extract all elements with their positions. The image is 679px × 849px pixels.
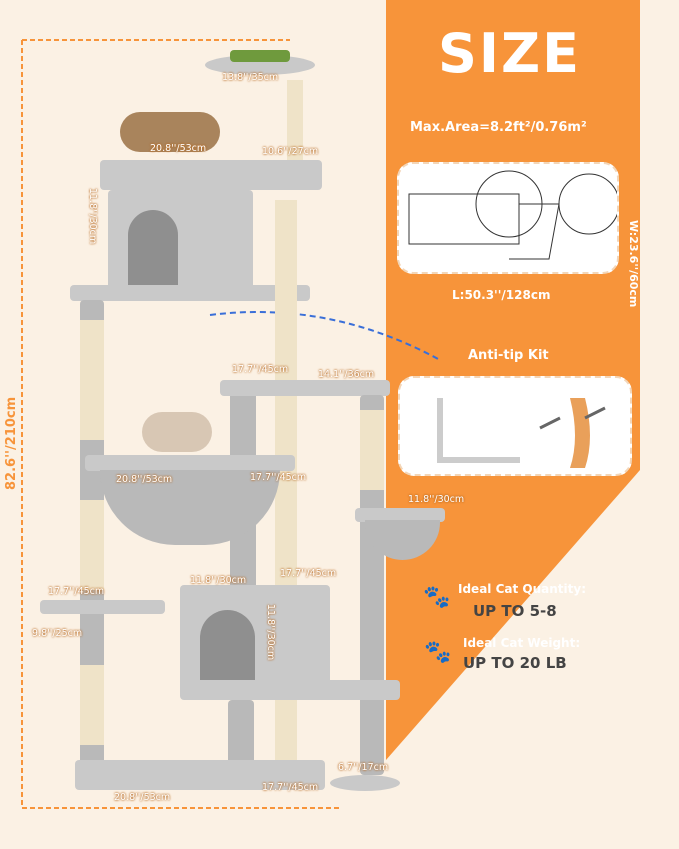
paw-icon: 🐾 bbox=[424, 640, 452, 665]
footprint-length: L:50.3''/128cm bbox=[452, 288, 551, 302]
anti-tip-kit-image bbox=[398, 376, 632, 476]
dimension-label: 20.8''/53cm bbox=[114, 792, 171, 803]
dimension-label: 17.7''/45cm bbox=[232, 364, 289, 375]
quantity-value: UP TO 5-8 bbox=[473, 602, 557, 620]
dimension-label: 17.7''/45cm bbox=[262, 782, 319, 793]
quantity-label: Ideal Cat Quantity: bbox=[458, 582, 586, 596]
dimension-label: 14.1''/36cm bbox=[318, 369, 375, 380]
page-title: SIZE bbox=[438, 22, 582, 85]
dimension-label: 17.7''/45cm bbox=[280, 568, 337, 579]
dimension-label: 20.8''/53cm bbox=[150, 143, 207, 154]
dimension-label: 17.7''/45cm bbox=[250, 472, 307, 483]
dimension-label: 11.8''/30cm bbox=[265, 604, 276, 661]
dimension-label: 9.8''/25cm bbox=[32, 628, 83, 639]
total-height: 82.6''/210cm bbox=[4, 396, 19, 490]
anti-tip-title: Anti-tip Kit bbox=[468, 348, 549, 363]
footprint-diagram bbox=[397, 162, 620, 274]
dimension-label: 20.8''/53cm bbox=[116, 474, 173, 485]
dimension-label: 10.6''/27cm bbox=[262, 146, 319, 157]
weight-value: UP TO 20 LB bbox=[463, 654, 567, 672]
weight-label: Ideal Cat Weight: bbox=[463, 636, 581, 650]
dimension-label: 11.8''/30cm bbox=[190, 575, 247, 586]
max-area: Max.Area=8.2ft²/0.76m² bbox=[410, 120, 587, 135]
paw-icon: 🐾 bbox=[423, 585, 451, 610]
dimension-label: 11.8''/30cm bbox=[87, 188, 98, 245]
footprint-width: W:23.6''/60cm bbox=[627, 220, 640, 308]
dimension-label: 17.7''/45cm bbox=[48, 586, 105, 597]
dimension-label: 11.8''/30cm bbox=[408, 494, 465, 505]
dimension-label: 6.7''/17cm bbox=[338, 762, 389, 773]
dimension-label: 13.8''/35cm bbox=[222, 72, 279, 83]
